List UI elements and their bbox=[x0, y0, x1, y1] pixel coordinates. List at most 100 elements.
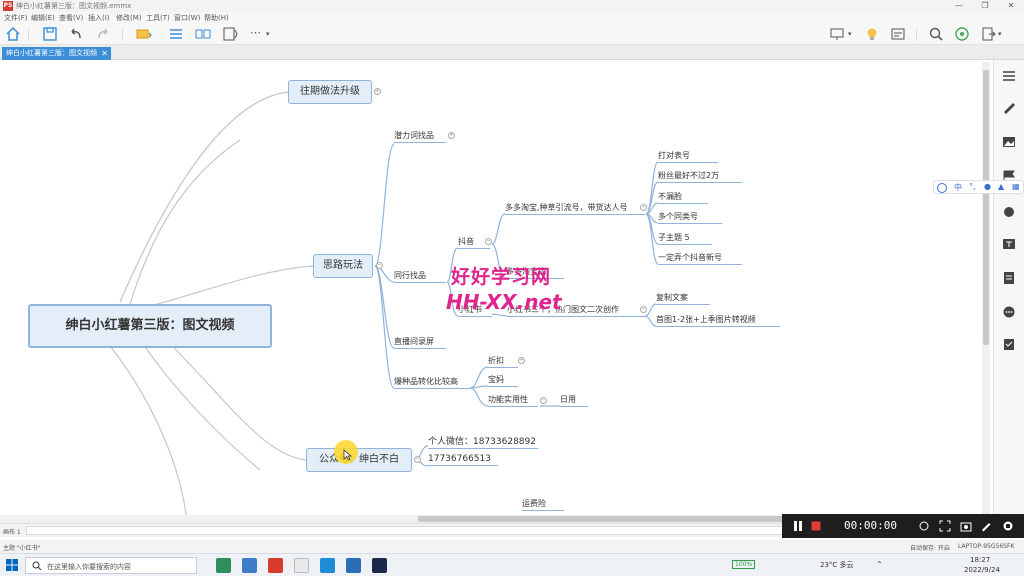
collapse-toggle[interactable]: − bbox=[640, 306, 647, 313]
topic-douyin-item[interactable]: 粉丝最好不过2万 bbox=[658, 170, 742, 183]
collapse-toggle[interactable]: − bbox=[485, 238, 492, 245]
outline-icon[interactable] bbox=[890, 26, 906, 42]
topic-duoduo-find[interactable]: 多多淘宝找 bbox=[506, 266, 564, 279]
undo-icon[interactable] bbox=[68, 26, 84, 42]
topic-shipping-insurance[interactable]: 运费险 bbox=[522, 498, 564, 511]
weather-text[interactable]: 23°C 多云 bbox=[820, 561, 854, 569]
topic-douyin-item[interactable]: 一定弄个抖音新号 bbox=[658, 252, 742, 265]
ime-user-icon[interactable]: ▲ bbox=[998, 182, 1005, 191]
collapse-toggle[interactable]: − bbox=[414, 456, 421, 463]
collapse-toggle[interactable]: + bbox=[374, 88, 381, 95]
tray-chevron-icon[interactable]: ⌃ bbox=[876, 560, 883, 569]
topic-daily-use[interactable]: 日用 bbox=[560, 394, 588, 407]
root-topic[interactable]: 绅白小红薯第三版：图文视频 bbox=[28, 304, 272, 348]
topic-wechat[interactable]: 个人微信：18733628892 bbox=[428, 434, 538, 449]
layout-icon[interactable] bbox=[168, 26, 184, 42]
collapse-toggle[interactable]: − bbox=[540, 397, 547, 404]
tab-document[interactable]: 绅白小红薯第三版：图文视频 ✕ bbox=[2, 47, 111, 60]
topic-xhs-main[interactable]: 小红书三个，热门图文二次创作 bbox=[507, 304, 645, 317]
presentation-icon[interactable] bbox=[829, 26, 845, 42]
topic-douyin-item[interactable]: 子主题 5 bbox=[658, 232, 712, 245]
battery-indicator[interactable]: 100% bbox=[732, 560, 756, 569]
clock-time[interactable]: 18:27 bbox=[970, 556, 991, 564]
task-icon[interactable] bbox=[1002, 338, 1016, 350]
menu-file[interactable]: 文件(F) bbox=[4, 14, 28, 22]
recorder-settings-icon[interactable] bbox=[1002, 520, 1014, 532]
image-icon[interactable] bbox=[1002, 136, 1016, 148]
vertical-scrollbar[interactable] bbox=[982, 62, 990, 514]
pause-icon[interactable] bbox=[792, 520, 804, 532]
ime-mic-icon[interactable]: ● bbox=[984, 182, 991, 191]
stop-record-icon[interactable] bbox=[810, 520, 822, 532]
topic-douyin-item[interactable]: 打对表号 bbox=[658, 150, 718, 163]
collapse-toggle[interactable]: − bbox=[376, 262, 383, 269]
sticker-icon[interactable] bbox=[1002, 206, 1016, 218]
sheet-tab[interactable]: 画布 1 bbox=[3, 529, 21, 536]
relation-icon[interactable] bbox=[195, 26, 211, 42]
text-icon[interactable] bbox=[1002, 238, 1016, 250]
app-icon-files[interactable] bbox=[346, 558, 361, 573]
topic-douyin-main[interactable]: 多多淘宝,种草引流号，带货达人号 bbox=[505, 202, 645, 215]
brush-icon[interactable] bbox=[1002, 102, 1016, 114]
topic-live-recording[interactable]: 直播间录屏 bbox=[394, 336, 446, 349]
topic-douyin[interactable]: 抖音 bbox=[458, 236, 490, 249]
more-icon[interactable]: ⋯ bbox=[250, 26, 261, 39]
camera-toggle-icon[interactable] bbox=[918, 520, 930, 532]
topic-ideas[interactable]: 思路玩法 bbox=[313, 254, 373, 278]
menu-edit[interactable]: 编辑(E) bbox=[31, 14, 55, 22]
scroll-thumb[interactable] bbox=[418, 516, 790, 522]
topic-phone[interactable]: 17736766513 bbox=[428, 454, 498, 466]
menu-window[interactable]: 窗口(W) bbox=[174, 14, 201, 22]
topic-xhs-item[interactable]: 首图1-2张+上季图片转视频 bbox=[656, 314, 780, 327]
topic-public-account[interactable]: 公众号：绅白不白 bbox=[306, 448, 412, 472]
export-icon[interactable] bbox=[980, 26, 996, 42]
scroll-thumb[interactable] bbox=[983, 70, 989, 345]
close-window-icon[interactable]: ✕ bbox=[1007, 1, 1015, 10]
comment-icon[interactable] bbox=[1002, 306, 1016, 318]
chevron-down-icon[interactable]: ▾ bbox=[848, 30, 852, 38]
lightbulb-icon[interactable] bbox=[864, 26, 880, 42]
menu-view[interactable]: 查看(V) bbox=[59, 14, 84, 22]
app-icon-explorer[interactable] bbox=[242, 558, 257, 573]
share-icon[interactable] bbox=[954, 26, 970, 42]
restore-icon[interactable]: ❐ bbox=[981, 1, 989, 10]
app-icon-browser[interactable] bbox=[320, 558, 335, 573]
menu-insert[interactable]: 插入(I) bbox=[88, 14, 110, 22]
mindmap-canvas[interactable]: 绅白小红薯第三版：图文视频 往期做法升级 + 思路玩法 − 公众号：绅白不白 −… bbox=[0, 60, 990, 515]
app-icon-recorder[interactable] bbox=[372, 558, 387, 573]
chevron-down-icon[interactable]: ▾ bbox=[266, 30, 270, 38]
fullscreen-icon[interactable] bbox=[939, 520, 951, 532]
redo-icon[interactable] bbox=[95, 26, 111, 42]
menu-help[interactable]: 帮助(H) bbox=[204, 14, 229, 22]
clock-date[interactable]: 2022/9/24 bbox=[964, 566, 1000, 574]
menu-tools[interactable]: 工具(T) bbox=[146, 14, 170, 22]
topic-xiaohongshu[interactable]: 小红书 bbox=[458, 304, 492, 317]
topic-style-icon[interactable] bbox=[136, 26, 152, 42]
ime-logo-icon[interactable] bbox=[937, 183, 947, 193]
topic-discount[interactable]: 折扣 bbox=[488, 355, 518, 368]
app-icon-edge[interactable] bbox=[294, 558, 309, 573]
tab-close-icon[interactable]: ✕ bbox=[101, 49, 108, 58]
draw-icon[interactable] bbox=[980, 520, 992, 532]
collapse-toggle[interactable]: + bbox=[448, 132, 455, 139]
topic-douyin-item[interactable]: 多个同类号 bbox=[658, 211, 722, 224]
menu-modify[interactable]: 修改(M) bbox=[116, 14, 142, 22]
home-icon[interactable] bbox=[5, 26, 21, 42]
ime-punct-icon[interactable]: °, bbox=[969, 182, 976, 191]
minimize-icon[interactable]: — bbox=[955, 1, 963, 10]
collapse-toggle[interactable]: − bbox=[640, 204, 647, 211]
save-icon[interactable] bbox=[42, 26, 58, 42]
horizontal-scrollbar[interactable] bbox=[0, 515, 990, 523]
topic-potential-keywords[interactable]: 潜力词找品 bbox=[394, 130, 446, 143]
app-icon-mindmaster[interactable] bbox=[268, 558, 283, 573]
chevron-down-icon[interactable]: ▾ bbox=[998, 30, 1002, 38]
topic-hot-products[interactable]: 爆种品转化比较高 bbox=[394, 376, 470, 389]
summary-icon[interactable] bbox=[222, 26, 238, 42]
topic-history-upgrade[interactable]: 往期做法升级 bbox=[288, 80, 372, 104]
taskbar-search-input[interactable]: 在这里输入你要搜索的内容 bbox=[25, 557, 197, 574]
ime-language[interactable]: 中 bbox=[954, 183, 962, 192]
topic-peer-products[interactable]: 同行找品 bbox=[394, 270, 446, 283]
format-icon[interactable] bbox=[1002, 70, 1016, 82]
screenshot-icon[interactable] bbox=[960, 520, 972, 532]
app-icon-wechat[interactable] bbox=[216, 558, 231, 573]
